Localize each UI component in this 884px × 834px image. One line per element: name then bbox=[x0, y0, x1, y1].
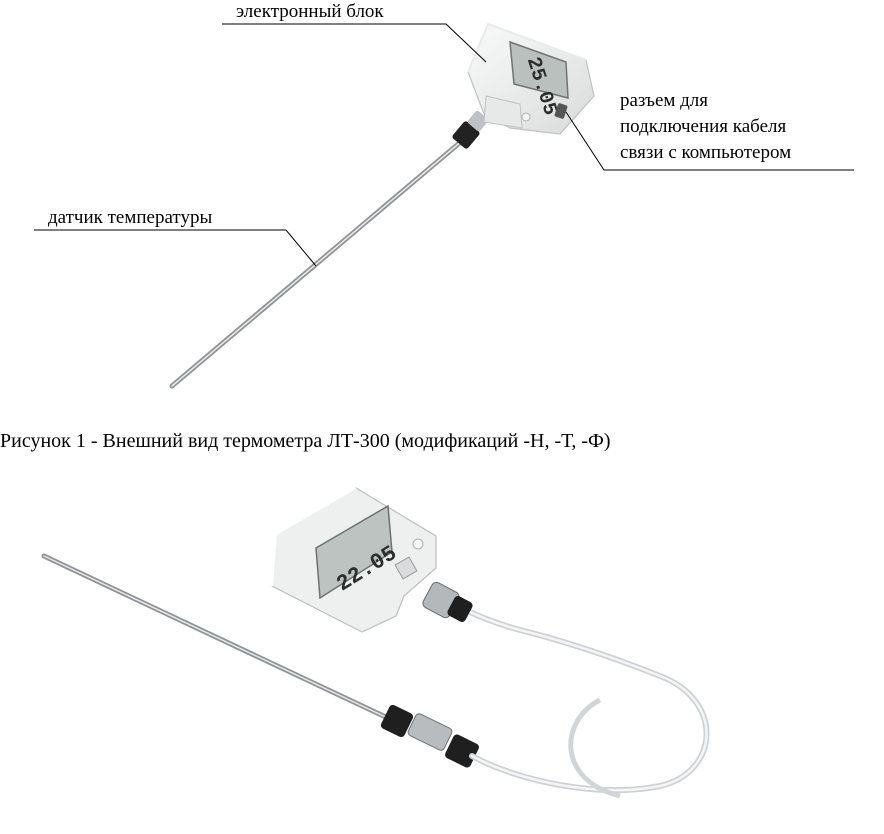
lcd-display-2 bbox=[315, 504, 393, 600]
label-connector-line-1: разъем для bbox=[620, 90, 709, 111]
thermometer-photo-top: 25.05 bbox=[34, 22, 854, 389]
status-led-icon-2 bbox=[412, 538, 424, 550]
electronic-block: 25.05 bbox=[467, 22, 595, 135]
label-temperature-sensor: датчик температуры bbox=[48, 207, 213, 228]
qr-sticker bbox=[394, 556, 418, 580]
cable-port bbox=[554, 103, 568, 119]
figure-caption: Рисунок 1 - Внешний вид термометра ЛТ-30… bbox=[0, 430, 611, 452]
lcd-display bbox=[509, 40, 569, 99]
communication-cable bbox=[449, 601, 710, 793]
device-cable-connector bbox=[422, 581, 473, 622]
label-computer-connector: разъем для подключения кабеля связи с ко… bbox=[620, 88, 791, 166]
sensor-probe-long bbox=[41, 553, 395, 723]
label-connector-line-2: подключения кабеля bbox=[620, 116, 787, 137]
label-electronic-block: электронный блок bbox=[236, 1, 384, 22]
label-connector-line-3: связи с компьютером bbox=[620, 142, 792, 163]
inline-connector bbox=[380, 704, 479, 768]
leader-lines bbox=[34, 23, 854, 267]
status-led-icon bbox=[521, 112, 531, 122]
probe-connector bbox=[452, 110, 489, 149]
lcd-reading-bottom: 22.05 bbox=[332, 541, 401, 597]
electronic-block-2: 22.05 bbox=[271, 487, 437, 633]
